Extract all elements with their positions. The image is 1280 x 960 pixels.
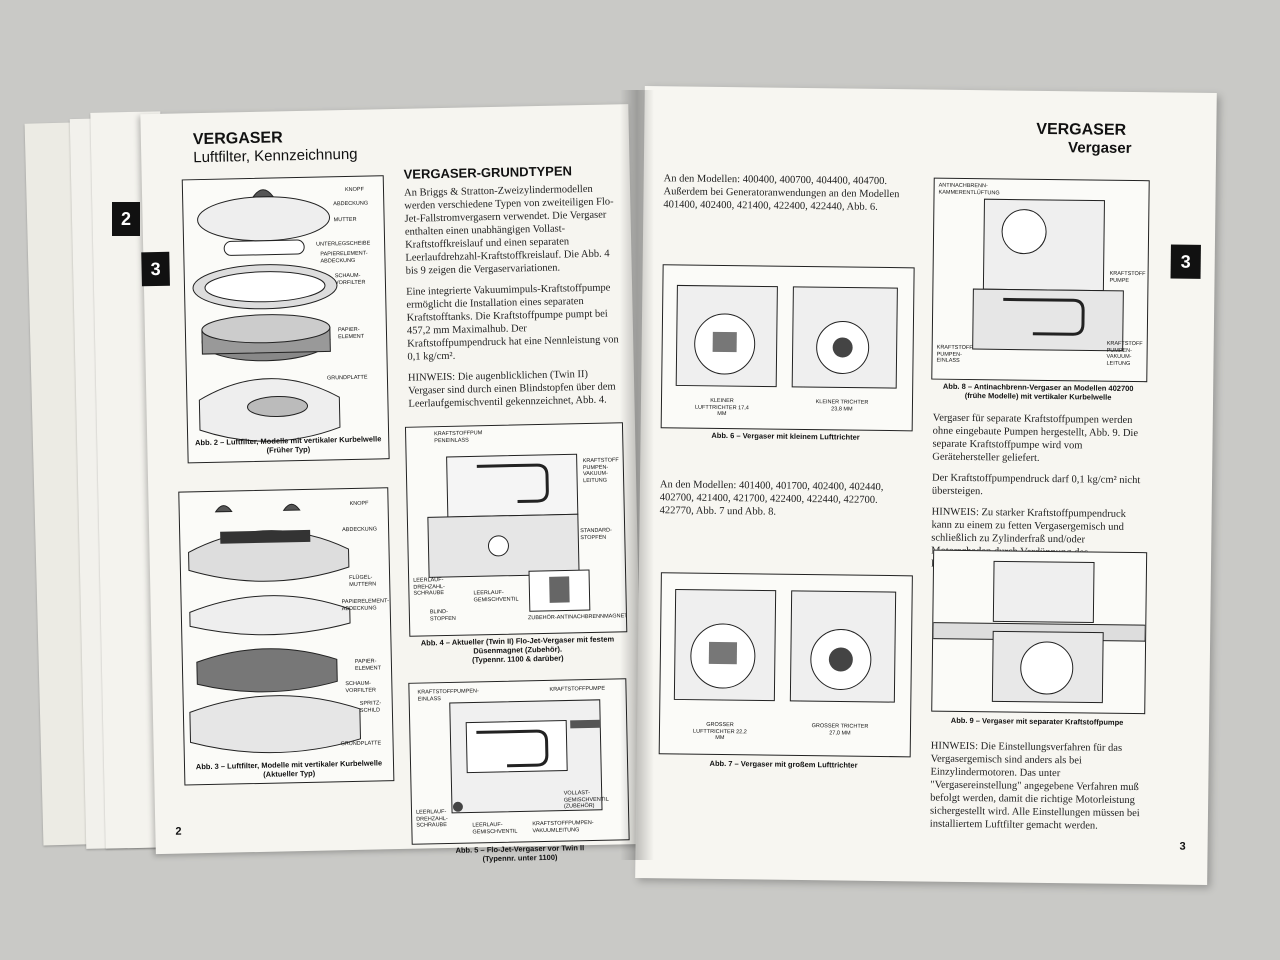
figure-5-carburetor-pre-twin-ii: KRAFTSTOFFPUMPEN-EINLASS KRAFTSTOFFPUMPE…	[408, 678, 630, 845]
right-page-number: 3	[1179, 840, 1186, 853]
figure-2-air-filter-early: KNOPF ABDECKUNG MUTTER UNTERLEGSCHEIBE P…	[181, 175, 390, 464]
right-paragraph: Der Kraftstoffpumpendruck darf 0,1 kg/cm…	[931, 472, 1141, 498]
figure-4-carburetor-twin-ii: KRAFTSTOFFPUM PENEINLASS KRAFTSTOFF PUMP…	[404, 422, 628, 637]
fig3-callout: PAPIERELEMENT-ABDECKUNG	[341, 598, 389, 612]
fig2-callout: SCHAUM-VORFILTER	[334, 272, 366, 286]
carburetor-pair-drawing	[673, 588, 897, 703]
figure-8-anti-afterfire-carburetor: ANTINACHBRENN-KAMMERENTLÜFTUNG KRAFTSTOF…	[931, 177, 1150, 383]
fig2-callout: KNOPF	[344, 186, 365, 194]
carburetor-pair-drawing	[675, 284, 898, 389]
fig4-callout: BLIND-STOPFEN	[429, 608, 456, 622]
right-paragraph-bottom: HINWEIS: Die Einstellungsverfahren für d…	[929, 740, 1140, 832]
fig8-callout: ANTINACHBRENN-KAMMERENTLÜFTUNG	[938, 182, 1000, 196]
fig3-callout: FLÜGEL-MUTTERN	[349, 574, 377, 588]
right-paragraph: Vergaser für separate Kraftstoffpumpen w…	[932, 412, 1139, 464]
right-page: 3 VERGASER Vergaser An den Modellen: 400…	[635, 86, 1217, 885]
fig8-callout: KRAFTSTOFF PUMPEN-EINLASS	[936, 344, 973, 364]
fig3-callout: KNOPF	[349, 500, 369, 508]
fig6-caption: Abb. 6 – Vergaser mit kleinem Lufttricht…	[711, 430, 860, 442]
fig3-callout: GRUNDPLATTE	[340, 740, 382, 748]
chapter-tab-2: 2	[112, 202, 140, 236]
fig7-left-label: GROSSER LUFTTRICHTER 22,2 MM	[693, 721, 747, 742]
fig8-callout: KRAFTSTOFF PUMPE	[1109, 270, 1146, 284]
section-title: VERGASER-GRUNDTYPEN	[403, 163, 573, 182]
fig9-caption: Abb. 9 – Vergaser mit separater Kraftsto…	[950, 715, 1124, 727]
right-paragraph-top: An den Modellen: 400400, 400700, 404400,…	[663, 173, 900, 213]
air-filter-drawing	[192, 189, 341, 442]
fig5-caption: Abb. 5 – Flo-Jet-Vergaser vor Twin II (T…	[412, 842, 628, 865]
fig5-callout: KRAFTSTOFFPUMPEN-EINLASS	[417, 688, 479, 703]
fig6-right-label: KLEINER TRICHTER 23,8 MM	[815, 399, 869, 413]
fig4-caption: Abb. 4 – Aktueller (Twin II) Flo-Jet-Ver…	[409, 634, 626, 666]
chapter-tab-3: 3	[141, 251, 170, 287]
fig6-left-label: KLEINER LUFTTRICHTER 17,4 MM	[694, 397, 749, 418]
fig5-callout: LEERLAUF-DREHZAHL-SCHRAUBE	[415, 809, 448, 829]
right-paragraph-mid: An den Modellen: 401400, 401700, 402400,…	[659, 479, 884, 518]
fig5-callout: LEERLAUF-GEMISCHVENTIL	[472, 821, 518, 836]
left-header-title: VERGASER	[192, 129, 283, 149]
right-header-title: VERGASER	[1036, 120, 1127, 139]
left-page-number: 2	[175, 825, 182, 838]
right-header-subtitle: Vergaser	[1068, 139, 1132, 157]
figure-7-large-venturi: GROSSER LUFTTRICHTER 22,2 MM GROSSER TRI…	[658, 572, 913, 758]
figure-3-air-filter-current: KNOPF ABDECKUNG FLÜGEL-MUTTERN PAPIERELE…	[178, 487, 395, 786]
fig4-callout: LEERLAUF-GEMISCHVENTIL	[473, 589, 519, 603]
fig8-caption: Abb. 8 – Antinachbrenn-Vergaser an Model…	[931, 382, 1145, 403]
fig7-caption: Abb. 7 – Vergaser mit großem Lufttrichte…	[709, 758, 858, 770]
fig2-callout: PAPIER-ELEMENT	[337, 326, 365, 340]
book-spine-shadow	[620, 90, 654, 860]
air-filter-drawing	[188, 503, 361, 754]
carburetor-drawing	[972, 198, 1124, 352]
figure-6-small-venturi: KLEINER LUFTTRICHTER 17,4 MM KLEINER TRI…	[660, 264, 915, 432]
fig2-callout: ABDECKUNG	[333, 200, 369, 208]
left-paragraph: An Briggs & Stratton-Zweizylindermodelle…	[403, 183, 614, 277]
fig3-callout: ABDECKUNG	[342, 526, 378, 534]
carburetor-drawing	[449, 699, 603, 814]
left-page: 3 VERGASER Luftfilter, Kennzeichnung KNO…	[140, 104, 644, 863]
left-paragraph: Eine integrierte Vakuumimpuls-Kraftstoff…	[406, 282, 619, 363]
carburetor-drawing	[932, 560, 1146, 704]
fig3-callout: PAPIER-ELEMENT	[354, 658, 382, 672]
fig3-callout: SPRITZ-SCHILD	[359, 700, 382, 714]
fig2-callout: PAPIERELEMENT-ABDECKUNG	[320, 250, 368, 265]
fig2-callout: UNTERLEGSCHEIBE	[316, 240, 371, 248]
fig4-callout: KRAFTSTOFF PUMPEN-VAKUUM-LEITUNG	[582, 457, 619, 484]
carburetor-drawing	[427, 453, 591, 612]
fig4-callout: LEERLAUF-DREHZAHL-SCHRAUBE	[413, 577, 445, 597]
fig4-callout: KRAFTSTOFFPUM PENEINLASS	[434, 430, 483, 444]
fig2-callout: GRUNDPLATTE	[326, 374, 368, 382]
fig5-callout: KRAFTSTOFFPUMPEN-VAKUUMLEITUNG	[532, 819, 594, 834]
fig2-callout: MUTTER	[333, 216, 357, 224]
fig4-callout: STANDARD-STOPFEN	[580, 527, 612, 541]
fig5-callout: VOLLAST-GEMISCHVENTIL (ZUBEHÖR)	[563, 790, 609, 810]
figure-9-separate-fuel-pump	[931, 549, 1148, 715]
fig5-callout: KRAFTSTOFFPUMPE	[549, 685, 606, 693]
left-body-text: An Briggs & Stratton-Zweizylindermodelle…	[404, 182, 621, 418]
fig7-right-label: GROSSER TRICHTER 27,0 MM	[811, 723, 869, 737]
chapter-tab-3-right: 3	[1170, 244, 1201, 279]
left-header-subtitle: Luftfilter, Kennzeichnung	[193, 145, 358, 167]
left-paragraph: HINWEIS: Die augenblicklichen (Twin II) …	[407, 368, 616, 410]
fig8-callout: KRAFTSTOFF PUMPEN-VAKUUM-LEITUNG	[1106, 340, 1143, 367]
fig3-callout: SCHAUM-VORFILTER	[345, 680, 376, 694]
